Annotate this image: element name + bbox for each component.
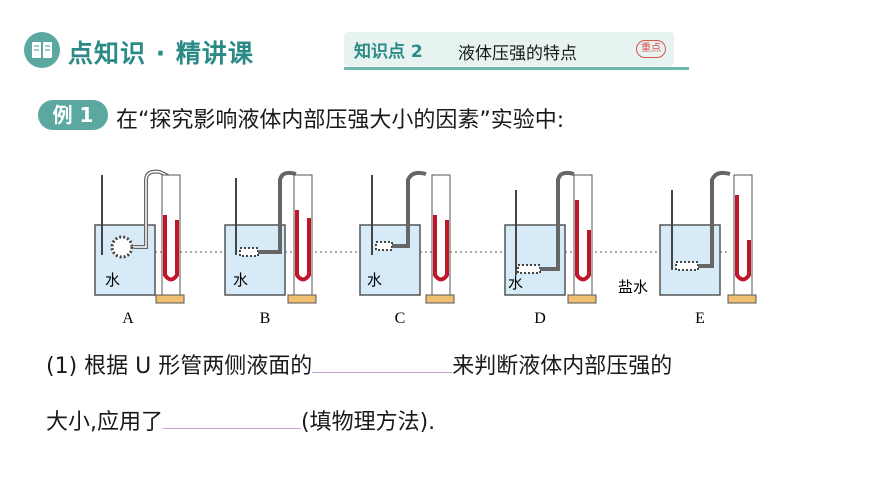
question-1-text-d: (填物理方法). — [301, 410, 436, 435]
section-title: 点知识 · 精讲课 — [68, 39, 254, 68]
example-prompt: 在“探究影响液体内部压强大小的因素”实验中: — [116, 108, 565, 133]
header-underline — [344, 67, 689, 70]
experiment-figure: A 水 B 水 C 水 D 水 — [94, 169, 757, 327]
answer-blank-2[interactable] — [163, 404, 301, 429]
key-point-badge: 重点 — [636, 40, 666, 58]
apparatus-d — [504, 170, 597, 304]
panel-label-c: C — [395, 310, 406, 327]
apparatus-e — [659, 170, 757, 304]
panel-label-b: B — [260, 310, 271, 327]
question-1-line-1: (1) 根据 U 形管两侧液面的 来判断液体内部压强的 — [46, 348, 672, 380]
apparatus-c — [359, 170, 455, 304]
panel-label-e: E — [695, 310, 705, 327]
panel-label-d: D — [534, 310, 546, 327]
knowledge-point-box: 知识点 2 液体压强的特点 重点 — [344, 32, 689, 70]
question-1-text-a: (1) 根据 U 形管两侧液面的 — [46, 354, 313, 379]
liquid-label-c: 水 — [367, 271, 382, 289]
answer-blank-1[interactable] — [312, 348, 453, 373]
section-header: 点知识 · 精讲课 知识点 2 液体压强的特点 重点 — [24, 28, 689, 76]
panel-label-a: A — [122, 310, 134, 327]
liquid-label-e: 盐水 — [618, 278, 648, 296]
liquid-label-d: 水 — [508, 274, 523, 292]
question-1-line-2: 大小,应用了 (填物理方法). — [46, 404, 435, 436]
knowledge-point-title: 液体压强的特点 — [458, 44, 577, 64]
apparatus-b — [224, 170, 317, 304]
question-1-text-b: 来判断液体内部压强的 — [452, 354, 673, 379]
knowledge-point-tag: 知识点 2 — [354, 42, 423, 62]
example-badge: 例 1 — [38, 100, 108, 130]
question-1-text-c: 大小,应用了 — [46, 410, 163, 435]
book-icon — [24, 32, 60, 68]
liquid-label-a: 水 — [105, 271, 120, 289]
apparatus-a — [94, 169, 185, 304]
liquid-label-b: 水 — [233, 271, 248, 289]
